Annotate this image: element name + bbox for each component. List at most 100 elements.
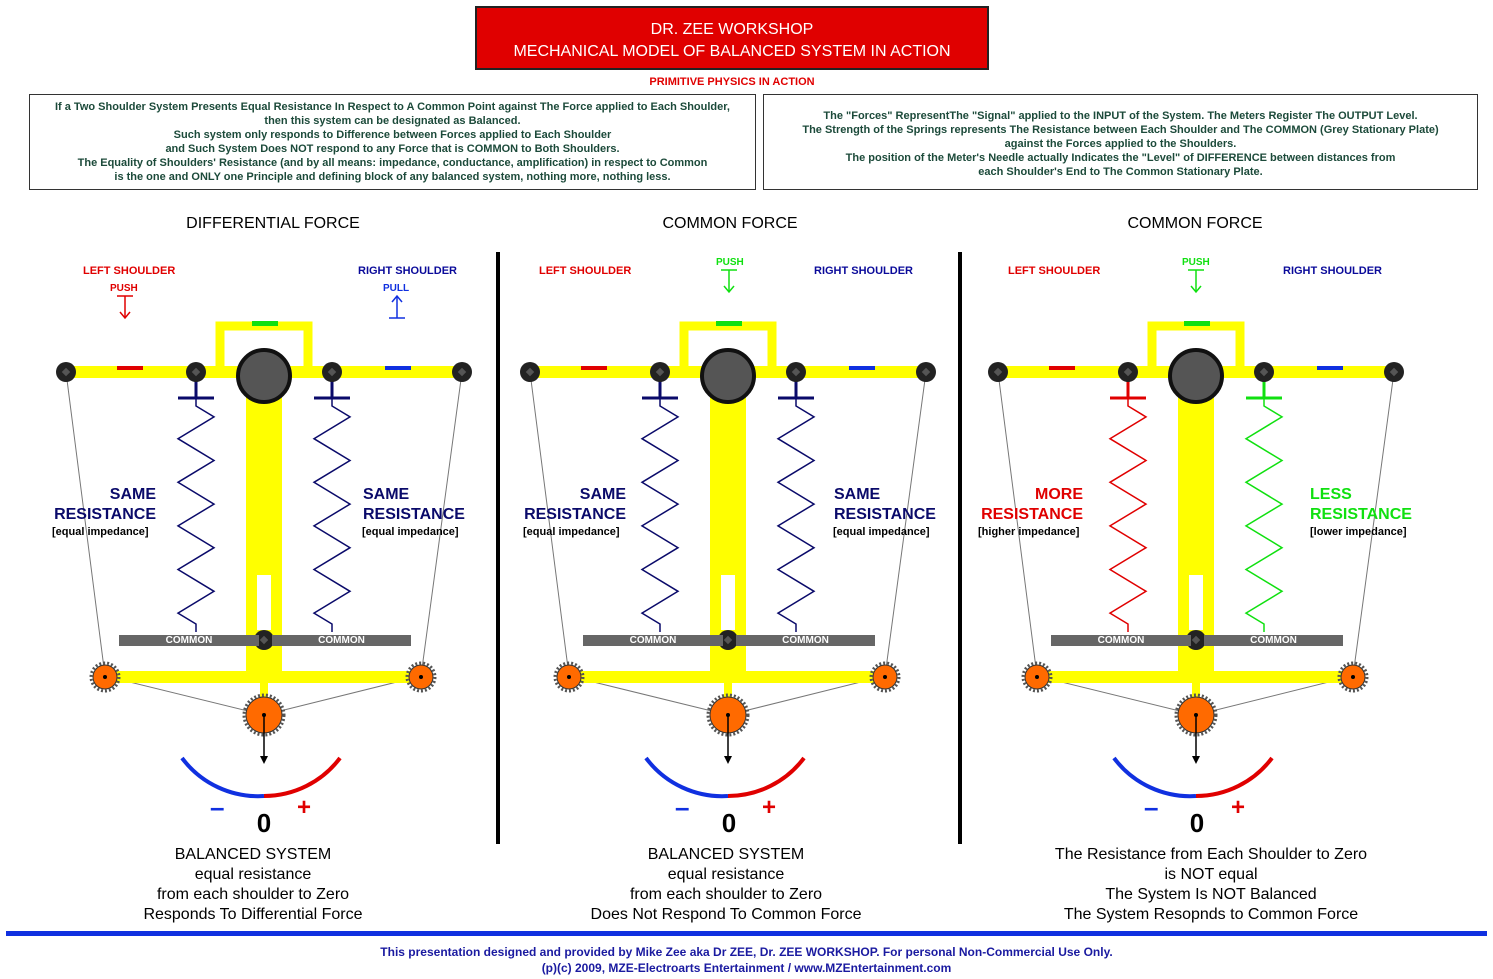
left-resistance-word: RESISTANCE [981,506,1083,523]
info-right-line: The "Forces" RepresentThe "Signal" appli… [823,110,1418,122]
left-impedance-label: [equal impedance] [52,526,149,538]
caption-line: The System Resopnds to Common Force [1063,906,1359,923]
right-resistance-word: RESISTANCE [363,506,465,523]
pivot-center [1123,367,1133,377]
panel-title: COMMON FORCE [662,215,798,232]
left-resistance-label: SAME RESISTANCE [50,485,156,525]
panel-divider [496,252,500,844]
pivot-center [525,367,535,377]
meter-gear-teeth [1174,693,1218,737]
right-resistance-qualifier: SAME [834,486,881,503]
column-slot [721,575,735,630]
column-slot [1189,575,1203,630]
right-resistance-label: SAME RESISTANCE [363,485,465,525]
left-resistance-label: SAME RESISTANCE [520,485,626,525]
caption-line: BALANCED SYSTEM [174,846,332,863]
left-shoulder-label: LEFT SHOULDER [83,265,176,277]
left-spring [1108,398,1148,632]
right-spring [312,398,352,632]
left-resistance-qualifier: SAME [579,486,626,503]
meter-zero: 0 [1189,808,1205,838]
left-pulley-teeth [553,661,585,693]
right-minus-marker [385,366,411,370]
pivot-center [1389,367,1399,377]
left-pulley-axle [567,675,571,679]
meter-link [724,680,732,700]
right-resistance-word: RESISTANCE [834,506,936,523]
meter-needle-tip [1192,756,1200,764]
meter-gear-teeth [242,693,286,737]
meter-zero: 0 [721,808,737,838]
info-right-line: The Strength of the Springs represents T… [802,124,1439,136]
info-box-left: If a Two Shoulder System Presents Equal … [29,94,756,190]
left-resistance-word: RESISTANCE [54,506,156,523]
panel-caption: BALANCED SYSTEM equal resistance from ea… [43,845,463,925]
footer-rule [6,931,1487,936]
caption-line: The System Is NOT Balanced [1105,886,1317,903]
right-pulley-teeth [869,661,901,693]
caption-line: from each shoulder to Zero [156,886,350,903]
right-spring [776,398,816,632]
common-plate-left: COMMON [1051,635,1191,646]
right-resistance-label: SAME RESISTANCE [834,485,936,525]
caption-line: from each shoulder to Zero [629,886,823,903]
push-arrow-head [1190,285,1202,294]
zero-marker [1184,321,1210,326]
right-pulley-axle [883,675,887,679]
panel-title: DIFFERENTIAL FORCE [186,215,360,232]
pivot-center [655,367,665,377]
right-resistance-qualifier: SAME [363,486,410,503]
left-shoulder-label: LEFT SHOULDER [1008,265,1101,277]
right-resistance-qualifier: LESS [1310,486,1352,503]
panel-caption: The Resistance from Each Shoulder to Zer… [1001,845,1421,925]
pivot-center [61,367,71,377]
left-minus-marker [581,366,607,370]
caption-line: Responds To Differential Force [143,906,363,923]
left-resistance-label: MORE RESISTANCE [977,485,1083,525]
info-left-line: and Such System Does NOT respond to any … [165,143,620,155]
common-plate-left: COMMON [583,635,723,646]
right-pulley-axle [1351,675,1355,679]
panel-title: COMMON FORCE [1127,215,1263,232]
caption-line: equal resistance [667,866,785,883]
main-pivot [1168,348,1224,404]
info-left-line: is the one and ONLY one Principle and de… [114,171,671,183]
panel-divider [958,252,962,844]
meter-needle-tip [724,756,732,764]
common-pivot-center [723,635,733,645]
left-resistance-word: RESISTANCE [524,506,626,523]
right-force-label: PULL [383,283,410,294]
meter-needle-tip [260,756,268,764]
meter-arc-positive [727,756,806,798]
common-plate-left: COMMON [119,635,259,646]
main-pivot [236,348,292,404]
left-shoulder-label: LEFT SHOULDER [539,265,632,277]
meter-arc-positive [1195,756,1274,798]
meter-link [1192,680,1200,700]
left-impedance-label: [higher impedance] [978,526,1080,538]
info-left-line: The Equality of Shoulders' Resistance (a… [77,157,708,169]
bottom-beam [105,671,421,683]
zero-marker [252,321,278,326]
left-spring [176,398,216,632]
info-right-line: against the Forces applied to the Should… [1004,138,1237,150]
left-pulley-teeth [89,661,121,693]
right-impedance-label: [equal impedance] [362,526,459,538]
pivot-center [921,367,931,377]
right-pulley-axle [419,675,423,679]
left-force-label: PUSH [110,283,138,294]
caption-line: The Resistance from Each Shoulder to Zer… [1054,846,1368,863]
meter-plus-sign: + [1231,794,1246,821]
pivot-center [457,367,467,377]
right-resistance-label: LESS RESISTANCE [1310,485,1412,525]
right-shoulder-label: RIGHT SHOULDER [814,265,913,277]
footer-line-1: This presentation designed and provided … [380,945,1113,959]
right-shoulder-label: RIGHT SHOULDER [358,265,457,277]
info-left-line: then this system can be designated as Ba… [264,115,521,127]
right-spring [1244,398,1284,632]
center-force-label: PUSH [1182,257,1210,268]
center-force-label: PUSH [716,257,744,268]
left-minus-marker [1049,366,1075,370]
bottom-beam [1037,671,1353,683]
